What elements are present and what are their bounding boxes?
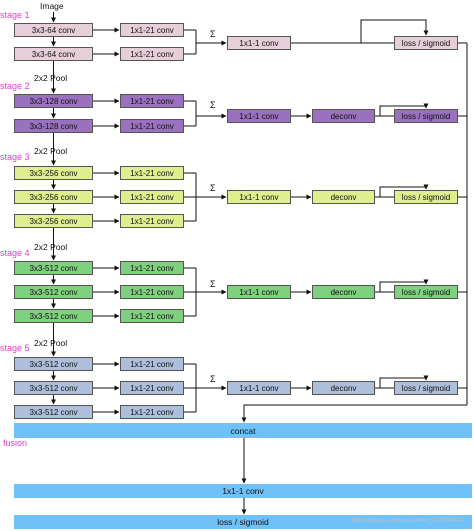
stage-4-deconv: deconv — [312, 285, 375, 299]
stage-1-pool-label: 2x2 Pool — [34, 73, 68, 83]
stage-4-conv-2: 3x3-512 conv — [14, 285, 93, 299]
concat-layer: concat — [14, 423, 472, 438]
stage-3-conv-3: 3x3-256 conv — [14, 214, 93, 228]
stage-3-conv-1: 3x3-256 conv — [14, 166, 93, 180]
stage-3-loss: loss / sigmoid — [394, 190, 458, 204]
stage-1-merge-conv: 1x1-1 conv — [227, 36, 291, 50]
stage-2-side-conv-1: 1x1-21 conv — [120, 94, 184, 108]
stage-5-side-conv-2: 1x1-21 conv — [120, 381, 184, 395]
stage-4-side-conv-1: 1x1-21 conv — [120, 261, 184, 275]
stage-3-pool-label: 2x2 Pool — [34, 242, 68, 252]
stage-5-loss: loss / sigmoid — [394, 381, 458, 395]
stage-2-pool-label: 2x2 Pool — [34, 146, 68, 156]
stage-2-sum-symbol: Σ — [210, 100, 216, 110]
stage-2-merge-conv: 1x1-1 conv — [227, 109, 291, 123]
stage-5-deconv: deconv — [312, 381, 375, 395]
stage-2-loss: loss / sigmoid — [394, 109, 458, 123]
stage-3-side-conv-1: 1x1-21 conv — [120, 166, 184, 180]
stage-5-sum-symbol: Σ — [210, 374, 216, 384]
stage-5-conv-2: 3x3-512 conv — [14, 381, 93, 395]
stage-4-pool-label: 2x2 Pool — [34, 338, 68, 348]
stage-2-conv-1: 3x3-128 conv — [14, 94, 93, 108]
fusion-label: fusion — [3, 438, 28, 448]
stage-5-to-loss — [379, 375, 429, 388]
stage-3-label: stage 3 — [0, 152, 30, 162]
stage-5-side-conv-3: 1x1-21 conv — [120, 405, 184, 419]
stage-3-conv-2: 3x3-256 conv — [14, 190, 93, 204]
stage-2-deconv: deconv — [312, 109, 375, 123]
stage-1-loss: loss / sigmoid — [394, 36, 458, 50]
stage-4-conv-3: 3x3-512 conv — [14, 309, 93, 323]
stage-4-merge-conv: 1x1-1 conv — [227, 285, 291, 299]
fusion-to-concat — [241, 404, 467, 423]
stage-1-side-conv-2: 1x1-21 conv — [120, 47, 184, 61]
stage-1-to-loss — [360, 19, 429, 43]
stage-3-side-conv-3: 1x1-21 conv — [120, 214, 184, 228]
stage-4-side-conv-3: 1x1-21 conv — [120, 309, 184, 323]
stage-3-deconv: deconv — [312, 190, 375, 204]
stage-2-side-conv-2: 1x1-21 conv — [120, 119, 184, 133]
stage-2-conv-2: 3x3-128 conv — [14, 119, 93, 133]
watermark: https://blog.csdn.net/weixin_42900404 — [352, 517, 463, 524]
stage-3-side-conv-2: 1x1-21 conv — [120, 190, 184, 204]
stage-2-label: stage 2 — [0, 81, 30, 91]
stage-4-side-conv-2: 1x1-21 conv — [120, 285, 184, 299]
stage-5-side-conv-1: 1x1-21 conv — [120, 357, 184, 371]
stage-4-to-loss — [379, 279, 429, 292]
stage-3-sum-symbol: Σ — [210, 183, 216, 193]
stage-5-label: stage 5 — [0, 343, 30, 353]
fusion-loss-layer: loss / sigmoid — [14, 515, 472, 529]
stage-1-side-conv-1: 1x1-21 conv — [120, 23, 184, 37]
stage-5-conv-1: 3x3-512 conv — [14, 357, 93, 371]
stage-1-label: stage 1 — [0, 10, 30, 20]
stage-5-conv-3: 3x3-512 conv — [14, 405, 93, 419]
stage-4-conv-1: 3x3-512 conv — [14, 261, 93, 275]
fusion-conv-layer: 1x1-1 conv — [14, 484, 472, 498]
stage-5-merge-conv: 1x1-1 conv — [227, 381, 291, 395]
stage-2-to-loss — [379, 103, 429, 116]
stage-4-label: stage 4 — [0, 248, 30, 258]
input-image-label: Image — [40, 1, 64, 11]
stage-1-sum-symbol: Σ — [210, 29, 216, 39]
stage-4-loss: loss / sigmoid — [394, 285, 458, 299]
stage-3-merge-conv: 1x1-1 conv — [227, 190, 291, 204]
stage-1-conv-1: 3x3-64 conv — [14, 23, 93, 37]
stage-1-conv-2: 3x3-64 conv — [14, 47, 93, 61]
stage-4-sum-symbol: Σ — [210, 279, 216, 289]
stage-3-to-loss — [379, 184, 429, 197]
